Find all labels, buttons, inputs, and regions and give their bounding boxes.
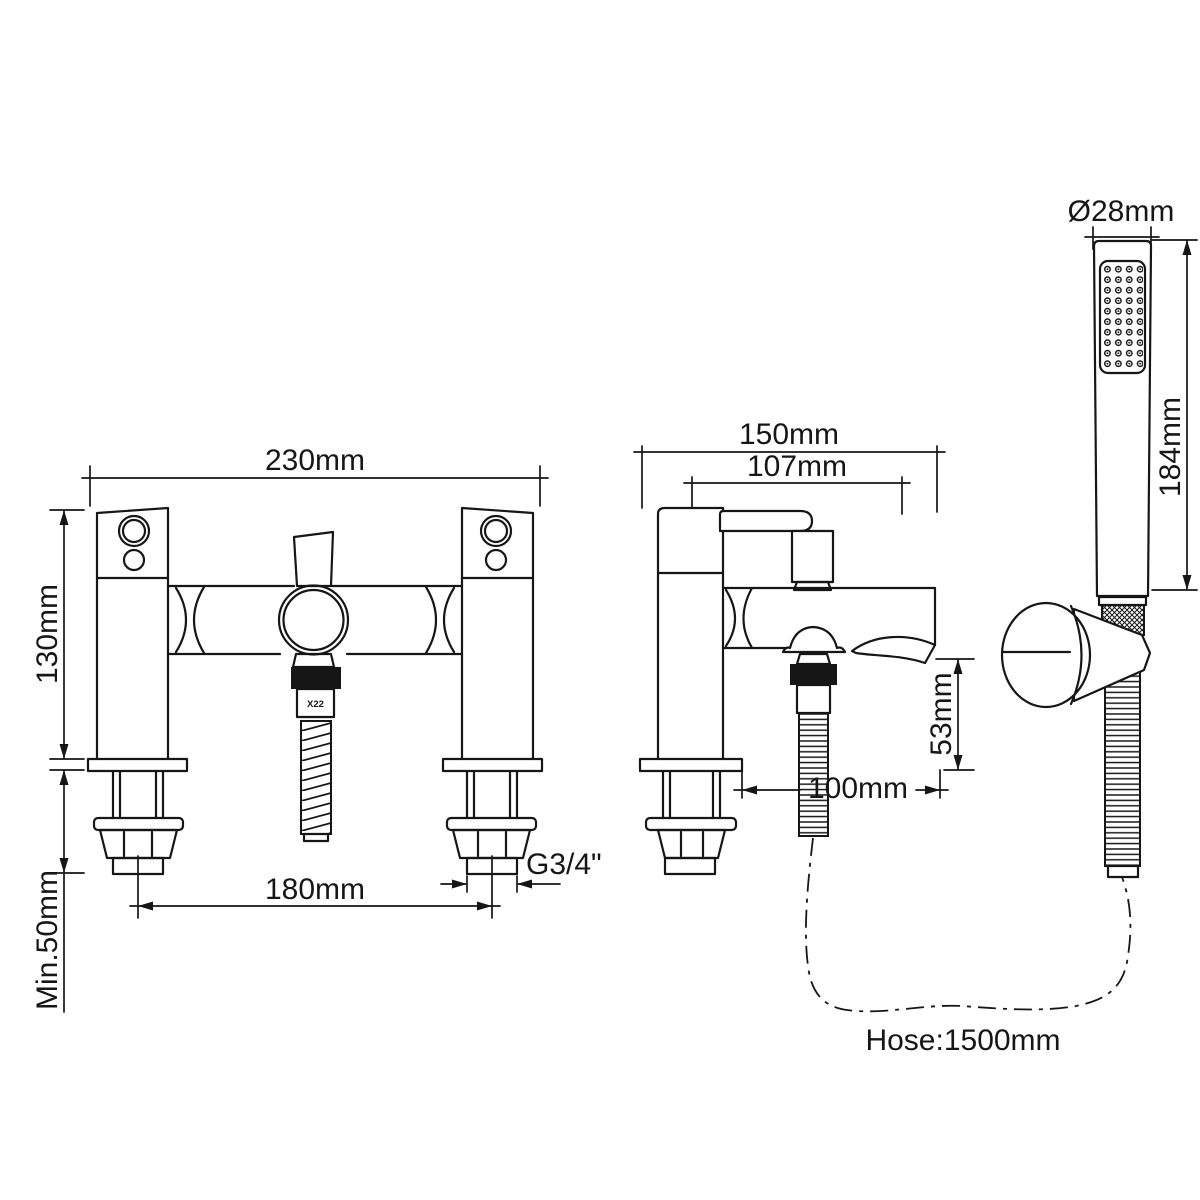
dim-min-deck-line [49, 769, 85, 1013]
hose-route-line [805, 837, 1132, 1013]
diverter-knob-front [292, 530, 335, 588]
dim-spout-projection-label: 100mm [808, 772, 908, 805]
dim-handset-length-label: 184mm [1154, 397, 1187, 497]
side-pillar [656, 506, 725, 761]
dim-handset-length-line [1151, 239, 1198, 591]
dim-handle-projection-line [683, 476, 911, 515]
dim-overall-width-line [81, 465, 549, 507]
side-view: 150mm 107mm 53mm 100mm [633, 418, 975, 876]
dim-spout-drop-line [935, 658, 975, 771]
body-junction-curves [174, 585, 456, 655]
dim-overall-width-label: 230mm [265, 444, 365, 477]
dim-body-height-line [49, 509, 85, 760]
cartridge-housing [790, 529, 835, 584]
lever-handle-side [718, 509, 814, 533]
dim-head-diameter-label: Ø28mm [1068, 195, 1175, 228]
handle-end-small-ring [122, 548, 146, 572]
hex-nut-side [656, 828, 727, 860]
dim-handle-projection-label: 107mm [747, 450, 847, 483]
dim-spout-projection-line [733, 769, 949, 799]
hose-seal-band [291, 667, 341, 689]
hose-length-label: Hose:1500mm [865, 1024, 1060, 1057]
hose-connector-code-label: X22 [307, 699, 324, 710]
shower-hose-front [300, 720, 332, 835]
mixer-body-side [721, 586, 937, 650]
front-view: X22 230mm 130mm Min.50mm 180mm G3/4" [31, 444, 602, 1013]
dim-inlet-centres-line [129, 855, 501, 919]
deck-flange [86, 757, 189, 773]
right-pillar [441, 506, 544, 876]
dim-body-height-label: 130mm [31, 584, 64, 684]
spray-nozzles [1102, 264, 1143, 370]
dim-min-deck-label: Min.50mm [31, 870, 64, 1010]
spout-mouth [850, 635, 937, 665]
hose-connector-side [795, 683, 832, 715]
spray-plate [1098, 259, 1147, 375]
deck-flange-side [638, 757, 744, 773]
dim-overall-depth-line [633, 445, 946, 513]
dim-spout-drop-label: 53mm [925, 672, 958, 755]
handset-hose [1104, 669, 1141, 867]
dim-inlet-centres-label: 180mm [265, 873, 365, 906]
shower-hose-side [798, 712, 829, 837]
hose-seal-band-side [790, 664, 837, 685]
dim-thread-label: G3/4" [526, 848, 602, 881]
diverter-dome [781, 625, 847, 654]
hex-nut [98, 828, 179, 860]
inlet-tail-side [663, 856, 717, 876]
left-pillar [86, 506, 189, 876]
lower-flange [92, 816, 185, 832]
handset-view: Ø28mm 184mm [1000, 195, 1198, 879]
mixer-body-bar [166, 584, 464, 656]
hose-connector [295, 687, 336, 719]
shank [111, 769, 165, 820]
dim-overall-depth-label: 150mm [739, 418, 839, 451]
diverter-body-front [277, 584, 350, 656]
handle-end-outer-ring [117, 514, 151, 548]
wall-bracket-ball [1000, 601, 1092, 709]
dim-head-diameter-line [1084, 226, 1160, 250]
